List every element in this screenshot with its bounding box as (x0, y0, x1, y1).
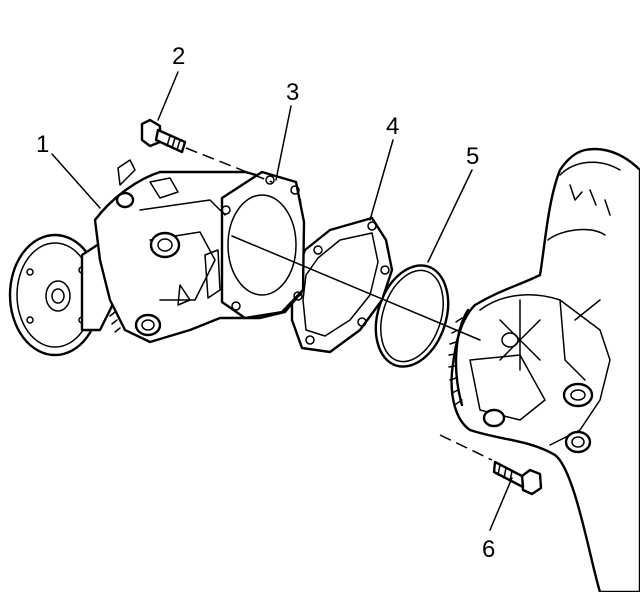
leader-4 (369, 139, 394, 221)
differential-housing (448, 147, 640, 592)
leader-2 (157, 71, 179, 121)
callout-5: 5 (466, 143, 479, 170)
gasket (290, 216, 394, 354)
callout-2: 2 (172, 43, 185, 70)
leader-5 (427, 169, 473, 263)
bolt-upper-guide (185, 147, 273, 183)
leader-1 (51, 153, 101, 209)
bolt-lower (492, 460, 543, 496)
callout-3: 3 (286, 79, 299, 106)
center-axis-line (231, 235, 481, 341)
bolt-lower-guide (439, 434, 493, 461)
bolt-upper (140, 118, 187, 154)
o-ring (374, 264, 450, 368)
pump-assembly (8, 159, 306, 357)
callout-6: 6 (482, 536, 495, 563)
callout-1: 1 (36, 131, 49, 158)
leader-3 (275, 105, 292, 181)
callout-4: 4 (386, 113, 399, 140)
leader-6 (489, 477, 513, 531)
